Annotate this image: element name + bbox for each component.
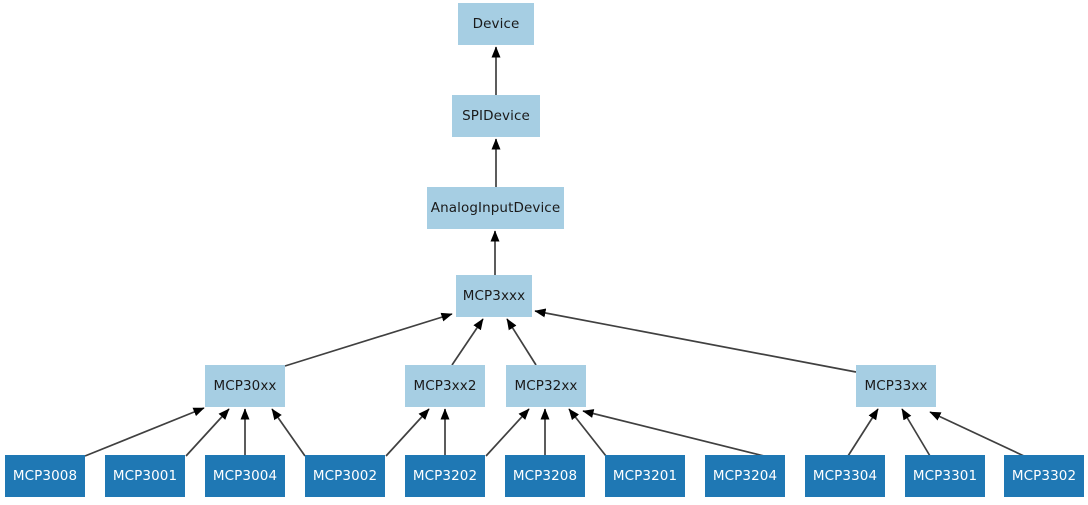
class-node-spidevice[interactable]: SPIDevice bbox=[452, 95, 540, 137]
class-node-label: MCP3002 bbox=[312, 467, 378, 484]
inheritance-edge-mcp3xx2-to-mcp3xxx bbox=[451, 318, 484, 366]
class-node-mcp33xx[interactable]: MCP33xx bbox=[856, 365, 936, 407]
class-node-label: MCP3001 bbox=[112, 467, 178, 484]
class-node-mcp3002[interactable]: MCP3002 bbox=[305, 455, 385, 497]
class-node-mcp3208[interactable]: MCP3208 bbox=[505, 455, 585, 497]
class-node-mcp3304[interactable]: MCP3304 bbox=[805, 455, 885, 497]
class-node-mcp3008[interactable]: MCP3008 bbox=[5, 455, 85, 497]
inheritance-edge-mcp3202-to-mcp32xx bbox=[485, 408, 530, 457]
class-node-mcp32xx[interactable]: MCP32xx bbox=[506, 365, 586, 407]
class-node-label: MCP33xx bbox=[864, 377, 928, 394]
class-node-label: MCP3301 bbox=[912, 467, 978, 484]
class-node-mcp3301[interactable]: MCP3301 bbox=[905, 455, 985, 497]
class-node-label: MCP3304 bbox=[812, 467, 878, 484]
class-node-label: AnalogInputDevice bbox=[430, 199, 561, 216]
inheritance-edge-mcp3001-to-mcp30xx bbox=[185, 408, 230, 457]
class-node-mcp3204[interactable]: MCP3204 bbox=[705, 455, 785, 497]
class-node-mcp3302[interactable]: MCP3302 bbox=[1004, 455, 1084, 497]
class-node-mcp3xxx[interactable]: MCP3xxx bbox=[456, 275, 532, 317]
inheritance-edge-mcp3002-to-mcp3xx2 bbox=[385, 408, 430, 457]
inheritance-edge-mcp3304-to-mcp33xx bbox=[847, 408, 879, 457]
class-node-label: MCP32xx bbox=[514, 377, 578, 394]
inheritance-edge-mcp33xx-to-mcp3xxx bbox=[534, 308, 857, 373]
class-node-label: MCP3204 bbox=[712, 467, 778, 484]
inheritance-edge-mcp32xx-to-mcp3xxx bbox=[506, 318, 537, 366]
class-node-label: MCP3004 bbox=[212, 467, 278, 484]
class-node-label: MCP3xx2 bbox=[413, 377, 477, 394]
class-node-mcp3001[interactable]: MCP3001 bbox=[105, 455, 185, 497]
inheritance-edge-mcp3002-to-mcp30xx bbox=[271, 408, 306, 457]
inheritance-edge-mcp3301-to-mcp33xx bbox=[901, 408, 931, 457]
class-node-mcp3201[interactable]: MCP3201 bbox=[605, 455, 685, 497]
class-node-mcp3xx2[interactable]: MCP3xx2 bbox=[405, 365, 485, 407]
inheritance-edge-mcp3008-to-mcp30xx bbox=[84, 407, 205, 457]
class-node-device[interactable]: Device bbox=[458, 3, 534, 45]
class-node-label: MCP3201 bbox=[612, 467, 678, 484]
class-node-mcp3004[interactable]: MCP3004 bbox=[205, 455, 285, 497]
class-node-label: MCP3302 bbox=[1011, 467, 1077, 484]
class-node-mcp30xx[interactable]: MCP30xx bbox=[205, 365, 285, 407]
class-node-label: MCP3208 bbox=[512, 467, 578, 484]
class-node-label: MCP3xxx bbox=[462, 287, 526, 304]
inheritance-edge-mcp3204-to-mcp32xx bbox=[582, 409, 765, 457]
class-node-analoginputdevice[interactable]: AnalogInputDevice bbox=[427, 187, 564, 229]
inheritance-edge-mcp30xx-to-mcp3xxx bbox=[284, 312, 453, 367]
class-node-label: SPIDevice bbox=[462, 107, 530, 124]
class-node-label: MCP3008 bbox=[12, 467, 78, 484]
class-node-label: MCP30xx bbox=[213, 377, 277, 394]
class-node-mcp3202[interactable]: MCP3202 bbox=[405, 455, 485, 497]
inheritance-edge-mcp3302-to-mcp33xx bbox=[929, 411, 1025, 457]
inheritance-edge-mcp3201-to-mcp32xx bbox=[568, 408, 607, 457]
class-node-label: MCP3202 bbox=[412, 467, 478, 484]
class-node-label: Device bbox=[472, 15, 520, 32]
